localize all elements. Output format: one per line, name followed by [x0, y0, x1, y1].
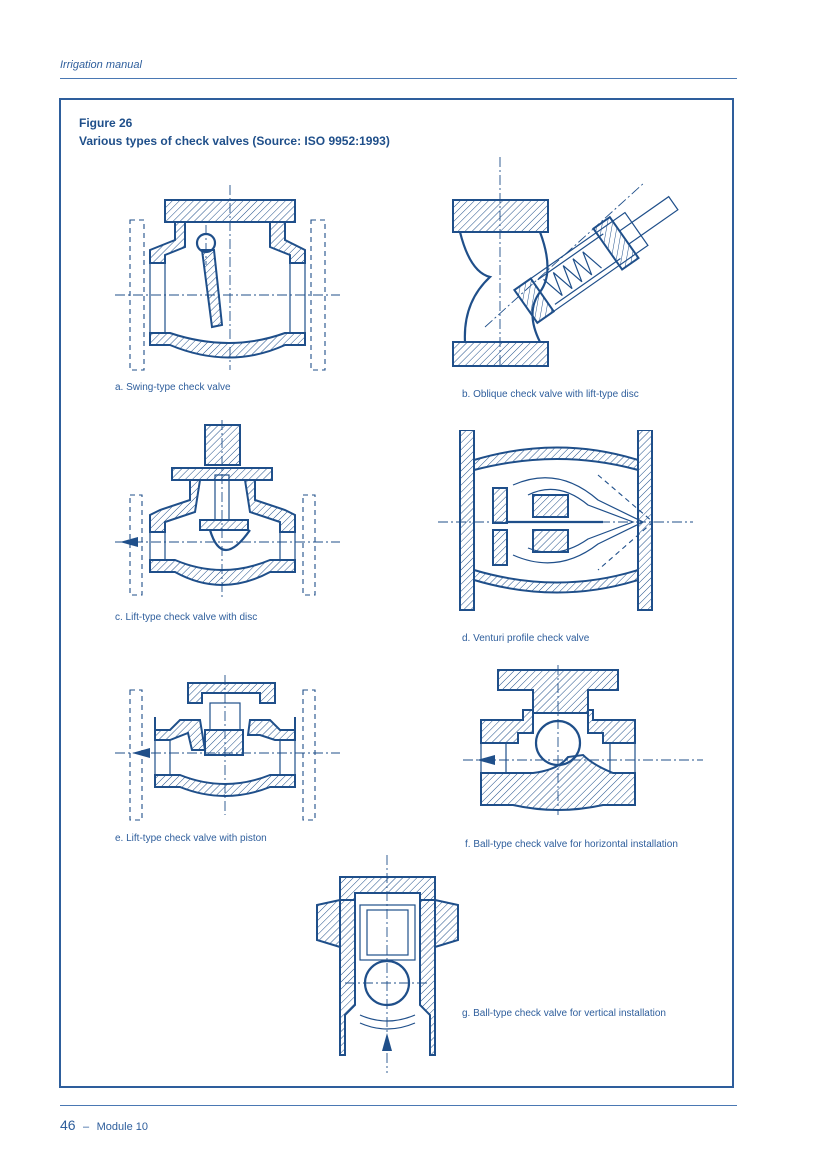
caption-d: d. Venturi profile check valve [462, 633, 590, 644]
page-number: 46 [60, 1117, 76, 1133]
venturi-check-valve-drawing [438, 430, 693, 611]
running-header: Irrigation manual [60, 59, 142, 71]
caption-c: c. Lift-type check valve with disc [115, 612, 258, 623]
oblique-check-valve-drawing [452, 157, 679, 367]
swing-check-valve-drawing [115, 185, 340, 371]
lift-disc-check-valve-drawing [115, 420, 340, 598]
figure-number: Figure 26 [79, 116, 133, 130]
ball-horizontal-check-valve-drawing [463, 665, 703, 815]
figure-frame [59, 98, 734, 1088]
lift-piston-check-valve-drawing [115, 675, 340, 821]
caption-g: g. Ball-type check valve for vertical in… [462, 1008, 666, 1019]
caption-b: b. Oblique check valve with lift-type di… [462, 389, 639, 400]
module-label: Module 10 [96, 1121, 148, 1133]
page-footer: 46 – Module 10 [60, 1117, 148, 1135]
caption-e: e. Lift-type check valve with piston [115, 833, 267, 844]
figure-title: Various types of check valves (Source: I… [79, 134, 390, 148]
caption-a: a. Swing-type check valve [115, 382, 231, 393]
ball-vertical-check-valve-drawing [316, 855, 459, 1073]
footer-rule [60, 1105, 737, 1106]
footer-dash: – [83, 1121, 90, 1133]
caption-f: f. Ball-type check valve for horizontal … [465, 839, 678, 850]
header-rule [60, 78, 737, 79]
